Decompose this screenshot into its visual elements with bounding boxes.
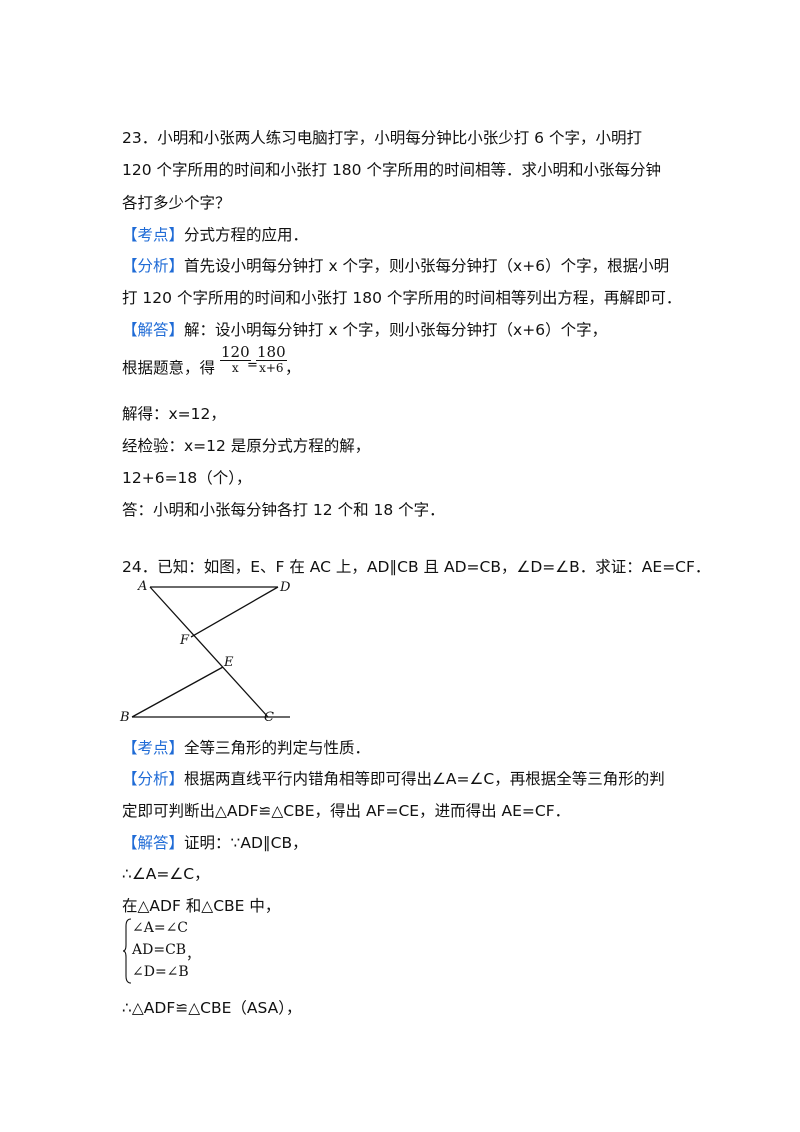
left-brace [122, 918, 132, 984]
kaodian-tag: 【考点】 [122, 739, 185, 757]
kaodian-text: 全等三角形的判定与性质． [184, 739, 371, 757]
q23-stem-line-1: 23．小明和小张两人练习电脑打字，小明每分钟比小张少打 6 个字，小明打 [122, 129, 642, 147]
q24-step-2: 在△ADF 和△CBE 中， [122, 897, 281, 915]
fenxi-text: 根据两直线平行内错角相等即可得出∠A=∠C，再根据全等三角形的判 [184, 770, 665, 788]
kaodian-text: 分式方程的应用． [184, 226, 309, 244]
q23-equation-prefix: 根据题意，得 [122, 359, 216, 377]
q24-step-1: ∴∠A=∠C， [122, 865, 210, 883]
q23-step-2: 经检验：x=12 是原分式方程的解， [122, 437, 371, 455]
segment-DF [190, 586, 279, 638]
q24-conclusion: ∴△ADF≌△CBE（ASA）， [122, 999, 302, 1017]
equation-equals: = [247, 358, 258, 373]
q24-jieda: 【解答】证明：∵AD∥CB， [122, 833, 308, 853]
q23-fenxi-line-1: 【分析】首先设小明每分钟打 x 个字，则小张每分钟打（x+6）个字，根据小明 [122, 256, 669, 276]
system-row-1: ∠A=∠C [132, 920, 189, 936]
system-row-3: ∠D=∠B [132, 964, 189, 980]
equation-suffix: ， [285, 359, 301, 377]
point-label-C: C [264, 710, 274, 725]
point-label-F: F [179, 633, 190, 648]
jieda-tag: 【解答】 [122, 834, 185, 852]
fenxi-tag: 【分析】 [122, 257, 185, 275]
jieda-tag: 【解答】 [122, 321, 185, 339]
equation-fraction-left: 120 x [220, 345, 251, 376]
q23-stem-line-3: 各打多少个字？ [122, 194, 231, 212]
equation-fraction-right: 180 x+6 [256, 345, 287, 376]
fraction-numerator: 180 [256, 343, 287, 361]
jieda-text: 证明：∵AD∥CB， [184, 834, 308, 852]
point-label-A: A [137, 579, 147, 594]
point-label-D: D [279, 580, 291, 595]
fraction-denominator: x [231, 361, 239, 375]
q23-step-1: 解得：x=12， [122, 405, 226, 423]
segment-AC [149, 586, 269, 718]
q24-fenxi-line-2: 定即可判断出△ADF≌△CBE，得出 AF=CE，进而得出 AE=CF． [122, 802, 571, 820]
geometry-figure: A D F E B C [119, 579, 291, 725]
kaodian-tag: 【考点】 [122, 226, 185, 244]
q24-fenxi-line-1: 【分析】根据两直线平行内错角相等即可得出∠A=∠C，再根据全等三角形的判 [122, 769, 665, 789]
system-suffix: ， [186, 947, 200, 963]
fraction-numerator: 120 [220, 343, 251, 361]
q23-fenxi-line-2: 打 120 个字所用的时间和小张打 180 个字所用的时间相等列出方程，再解即可… [122, 289, 682, 307]
q23-stem-line-2: 120 个字所用的时间和小张打 180 个字所用的时间相等．求小明和小张每分钟 [122, 161, 661, 179]
q23-jieda: 【解答】解：设小明每分钟打 x 个字，则小张每分钟打（x+6）个字， [122, 320, 607, 340]
fraction-denominator: x+6 [259, 361, 284, 375]
system-row-2: AD=CB [132, 942, 187, 958]
q23-kaodian: 【考点】分式方程的应用． [122, 225, 308, 245]
q24-kaodian: 【考点】全等三角形的判定与性质． [122, 738, 370, 758]
point-label-E: E [223, 655, 234, 670]
q24-stem: 24．已知：如图，E、F 在 AC 上，AD∥CB 且 AD=CB，∠D=∠B．… [122, 558, 711, 576]
jieda-text: 解：设小明每分钟打 x 个字，则小张每分钟打（x+6）个字， [184, 321, 608, 339]
fenxi-text: 首先设小明每分钟打 x 个字，则小张每分钟打（x+6）个字，根据小明 [184, 257, 670, 275]
fenxi-tag: 【分析】 [122, 770, 185, 788]
equation-system: ∠A=∠C AD=CB ∠D=∠B ， [122, 918, 232, 984]
segment-BE [131, 666, 224, 718]
q23-answer: 答：小明和小张每分钟各打 12 个和 18 个字． [122, 501, 445, 519]
q23-step-3: 12+6=18（个）， [122, 469, 252, 487]
point-label-B: B [119, 710, 130, 725]
